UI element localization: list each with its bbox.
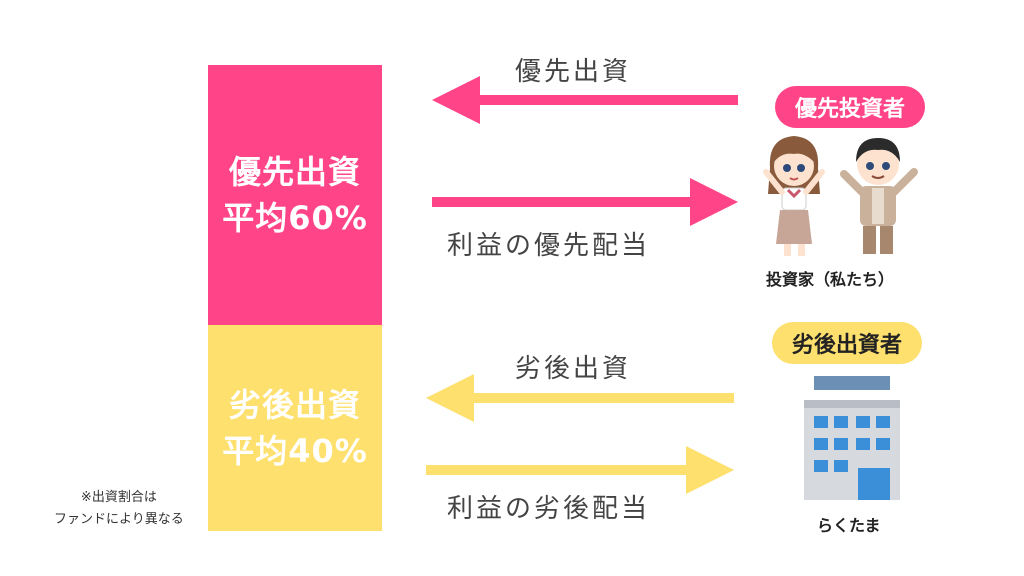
junior-dividend-label: 利益の劣後配当 bbox=[447, 494, 651, 524]
footnote-line-2: ファンドにより異なる bbox=[54, 512, 184, 527]
woman-figure bbox=[763, 136, 825, 256]
investor-couple-icon bbox=[763, 136, 918, 256]
senior-share-block: 優先出資 平均60% bbox=[208, 65, 382, 325]
junior-share-percent: 平均40% bbox=[222, 432, 368, 470]
footnote-line-1: ※出資割合は bbox=[80, 490, 157, 505]
footnote: ※出資割合は ファンドにより異なる bbox=[54, 487, 184, 531]
junior-investment-label: 劣後出資 bbox=[515, 354, 632, 384]
man-figure bbox=[840, 138, 918, 254]
junior-investor-badge: 劣後出資者 bbox=[772, 322, 922, 364]
junior-share-block: 劣後出資 平均40% bbox=[208, 325, 382, 531]
senior-dividend-label: 利益の優先配当 bbox=[447, 231, 651, 261]
senior-share-title: 優先出資 bbox=[228, 153, 361, 191]
senior-investment-label: 優先出資 bbox=[515, 57, 632, 87]
senior-investor-badge: 優先投資者 bbox=[775, 86, 925, 128]
senior-share-percent: 平均60% bbox=[222, 199, 368, 237]
senior-investment-arrow-shape bbox=[432, 76, 738, 124]
junior-share-title: 劣後出資 bbox=[228, 386, 361, 424]
investor-caption: 投資家（私たち） bbox=[766, 270, 895, 289]
office-building-icon bbox=[804, 376, 900, 500]
operator-caption: らくたま bbox=[817, 516, 881, 535]
